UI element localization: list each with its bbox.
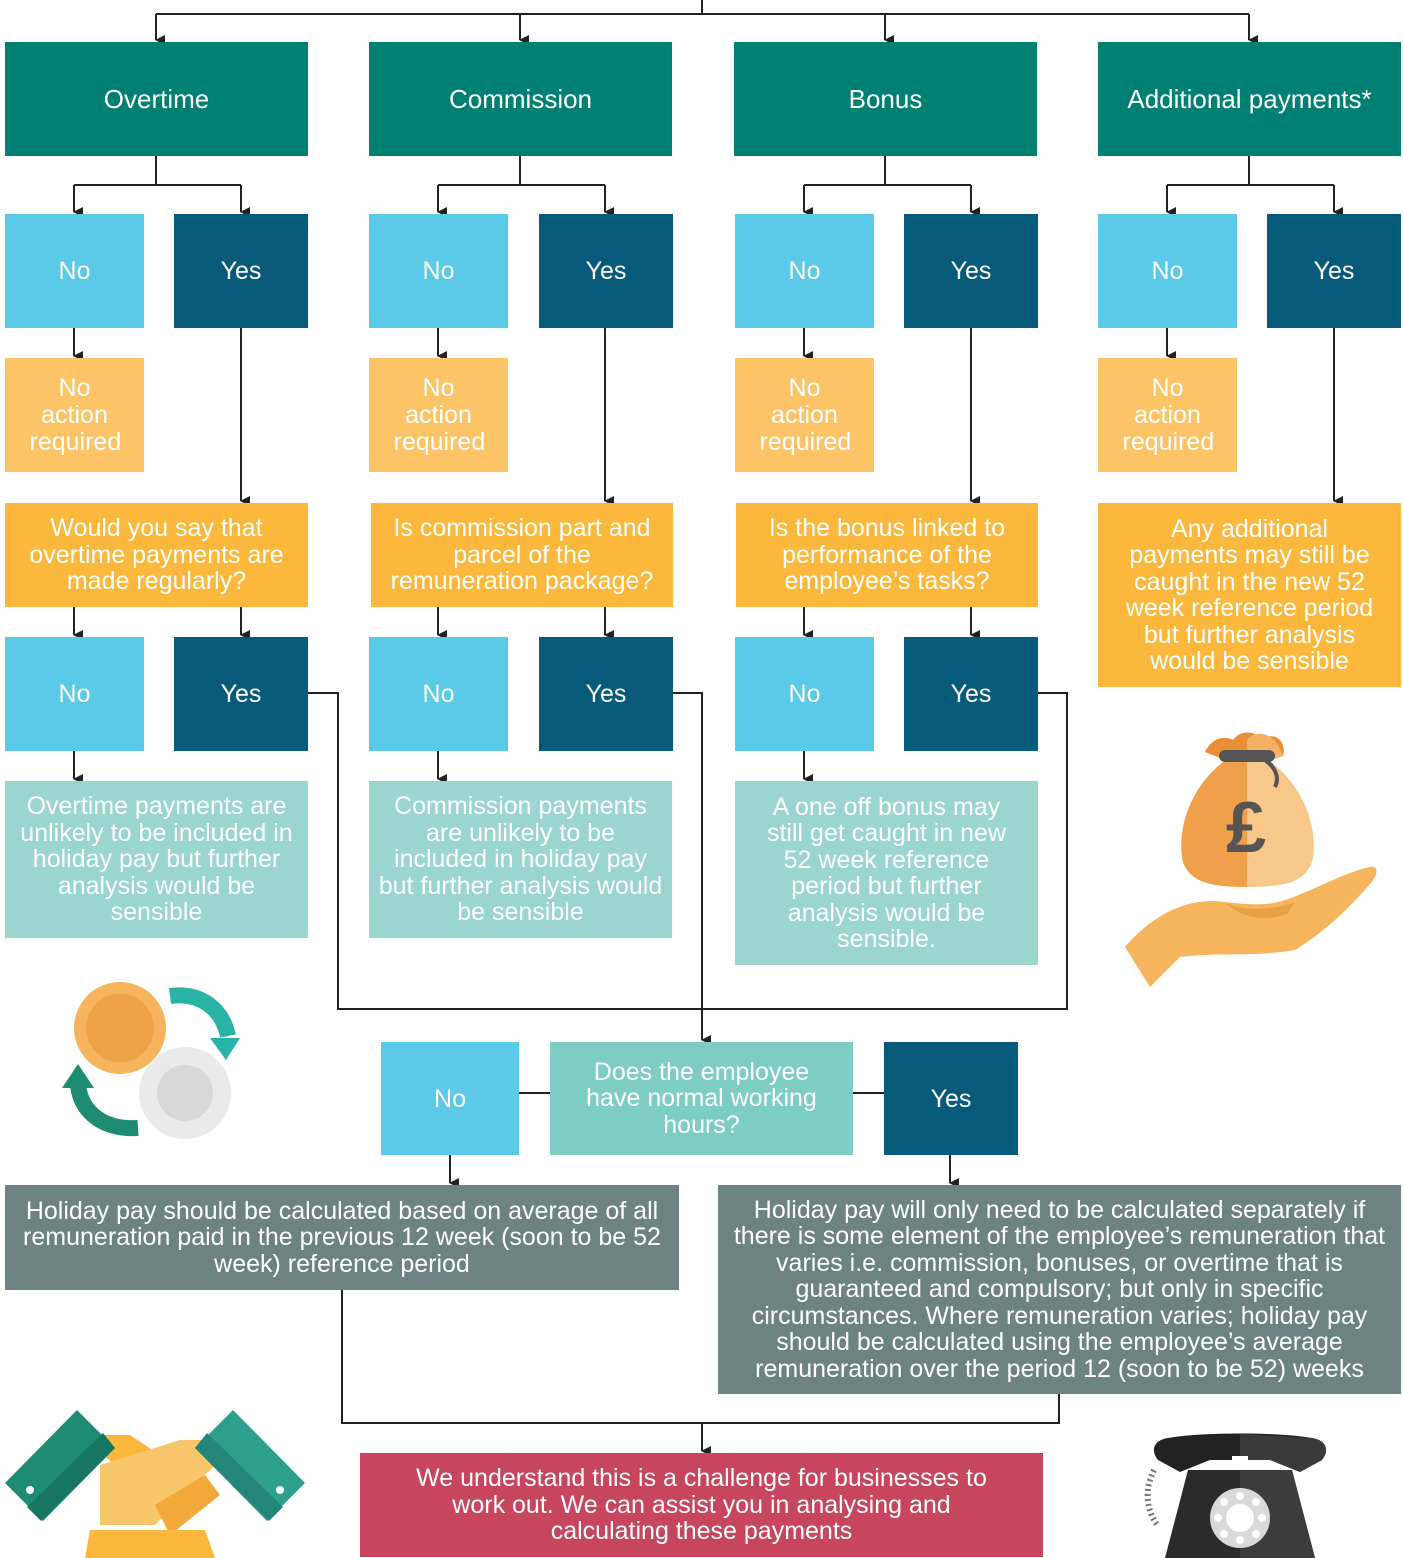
additional-outcome: Any additional payments may still be cau… bbox=[1098, 503, 1401, 687]
overtime-question: Would you say that overtime payments are… bbox=[5, 503, 308, 607]
closing-text: We understand this is a challenge for bu… bbox=[416, 1464, 987, 1546]
no-action-label: No action required bbox=[1122, 373, 1215, 456]
final-no-box: No bbox=[381, 1042, 519, 1155]
additional-no-action: No action required bbox=[1098, 358, 1237, 472]
no-label: No bbox=[58, 680, 91, 708]
commission-no-box: No bbox=[369, 214, 508, 328]
coin-exchange-icon bbox=[62, 982, 240, 1139]
commission-no-action: No action required bbox=[369, 358, 508, 472]
bonus-no-action: No action required bbox=[735, 358, 874, 472]
question-text: Is commission part and parcel of the rem… bbox=[390, 514, 654, 596]
result-text: Holiday pay should be calculated based o… bbox=[23, 1196, 661, 1278]
no-action-label: No action required bbox=[393, 373, 486, 456]
question-text: Is the bonus linked to performance of th… bbox=[768, 514, 1006, 596]
bonus-yes-box: Yes bbox=[904, 214, 1038, 328]
no-label: No bbox=[434, 1084, 466, 1113]
bonus-no-box: No bbox=[735, 214, 874, 328]
yes-label: Yes bbox=[950, 680, 992, 708]
category-label: Bonus bbox=[848, 84, 923, 114]
bonus-outcome: A one off bonus may still get caught in … bbox=[735, 781, 1038, 965]
bonus-question: Is the bonus linked to performance of th… bbox=[736, 503, 1038, 607]
final-yes-box: Yes bbox=[884, 1042, 1018, 1155]
money-bag-in-hand-icon: £ bbox=[1125, 732, 1377, 987]
no-action-label: No action required bbox=[759, 373, 852, 456]
pound-symbol: £ bbox=[1226, 788, 1266, 868]
handshake-icon bbox=[5, 1410, 305, 1558]
bonus-question-yes: Yes bbox=[904, 637, 1038, 751]
category-commission: Commission bbox=[369, 42, 672, 156]
result-yes: Holiday pay will only need to be calcula… bbox=[718, 1185, 1401, 1394]
category-bonus: Bonus bbox=[734, 42, 1037, 156]
yes-label: Yes bbox=[930, 1084, 972, 1113]
additional-no-box: No bbox=[1098, 214, 1237, 328]
overtime-no-action: No action required bbox=[5, 358, 144, 472]
overtime-question-no: No bbox=[5, 637, 144, 751]
category-overtime: Overtime bbox=[5, 42, 308, 156]
yes-label: Yes bbox=[585, 680, 627, 708]
result-no: Holiday pay should be calculated based o… bbox=[5, 1185, 679, 1290]
outcome-text: Commission payments are unlikely to be i… bbox=[378, 792, 663, 927]
yes-label: Yes bbox=[950, 257, 992, 285]
category-label: Overtime bbox=[103, 84, 210, 114]
category-additional-payments: Additional payments* bbox=[1098, 42, 1401, 156]
no-label: No bbox=[422, 680, 455, 708]
overtime-outcome: Overtime payments are unlikely to be inc… bbox=[5, 781, 308, 938]
commission-question-yes: Yes bbox=[539, 637, 673, 751]
commission-yes-box: Yes bbox=[539, 214, 673, 328]
no-label: No bbox=[422, 257, 455, 285]
rotary-telephone-icon bbox=[1144, 1433, 1327, 1558]
yes-label: Yes bbox=[220, 257, 262, 285]
overtime-no-box: No bbox=[5, 214, 144, 328]
commission-outcome: Commission payments are unlikely to be i… bbox=[369, 781, 672, 938]
question-text: Does the employee have normal working ho… bbox=[586, 1057, 817, 1139]
yes-label: Yes bbox=[1313, 257, 1355, 285]
bonus-question-no: No bbox=[735, 637, 874, 751]
yes-label: Yes bbox=[585, 257, 627, 285]
no-label: No bbox=[1151, 257, 1184, 285]
commission-question: Is commission part and parcel of the rem… bbox=[371, 503, 673, 607]
outcome-text: Any additional payments may still be cau… bbox=[1125, 514, 1374, 675]
additional-yes-box: Yes bbox=[1267, 214, 1401, 328]
no-label: No bbox=[58, 257, 91, 285]
no-label: No bbox=[788, 680, 821, 708]
outcome-text: A one off bonus may still get caught in … bbox=[766, 792, 1007, 953]
question-text: Would you say that overtime payments are… bbox=[29, 514, 284, 596]
result-text: Holiday pay will only need to be calcula… bbox=[733, 1195, 1386, 1383]
category-label: Additional payments* bbox=[1127, 84, 1372, 114]
overtime-yes-box: Yes bbox=[174, 214, 308, 328]
no-action-label: No action required bbox=[29, 373, 122, 456]
no-label: No bbox=[788, 257, 821, 285]
final-question: Does the employee have normal working ho… bbox=[550, 1042, 853, 1155]
yes-label: Yes bbox=[220, 680, 262, 708]
outcome-text: Overtime payments are unlikely to be inc… bbox=[20, 792, 293, 927]
closing-message: We understand this is a challenge for bu… bbox=[360, 1453, 1043, 1557]
category-label: Commission bbox=[448, 84, 593, 114]
overtime-question-yes: Yes bbox=[174, 637, 308, 751]
commission-question-no: No bbox=[369, 637, 508, 751]
